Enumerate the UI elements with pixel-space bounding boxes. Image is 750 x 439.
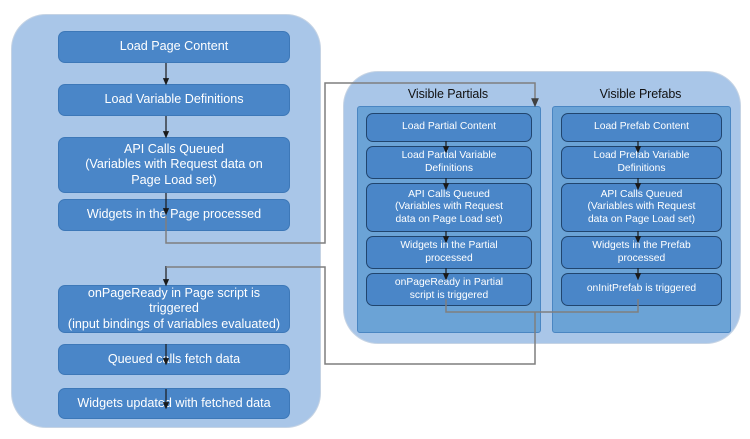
node-line: API Calls Queued	[123, 141, 225, 156]
visible-prefabs-title: Visible Prefabs	[599, 87, 682, 101]
node-line: processed	[617, 252, 666, 264]
node-line: API Calls Queued	[408, 188, 490, 200]
node-load-prefab-variable-definitions: Load Prefab Variable Definitions	[561, 146, 722, 179]
node-line: Load Partial Content	[402, 121, 496, 133]
node-load-variable-definitions: Load Variable Definitions	[58, 84, 290, 116]
node-line: (Variables with Request	[395, 201, 503, 213]
visible-components-panel: Visible Partials Visible Prefabs Load Pa…	[344, 72, 740, 343]
node-line: Queued calls fetch data	[107, 351, 241, 366]
node-onpageready-partial-script: onPageReady in Partial script is trigger…	[366, 273, 532, 306]
node-line: onPageReady in Partial	[394, 276, 504, 288]
node-partial-widgets-processed: Widgets in the Partial processed	[366, 236, 532, 269]
node-queued-calls-fetch-data: Queued calls fetch data	[58, 344, 290, 375]
node-oninitprefab-triggered: onInitPrefab is triggered	[561, 273, 722, 306]
visible-prefabs-column: Load Prefab Content Load Prefab Variable…	[552, 106, 731, 333]
node-line: Widgets updated with fetched data	[77, 395, 271, 410]
node-line: onInitPrefab is triggered	[586, 283, 697, 295]
node-line: (input bindings of variables evaluated)	[67, 316, 281, 331]
node-line: (Variables with Request	[587, 201, 696, 213]
node-load-prefab-content: Load Prefab Content	[561, 113, 722, 142]
node-load-page-content: Load Page Content	[58, 31, 290, 63]
node-line: Page Load set)	[131, 172, 217, 187]
node-line: (Variables with Request data on	[85, 157, 263, 172]
node-line: Widgets in the Partial	[400, 239, 498, 251]
node-onpageready-page-script: onPageReady in Page script is triggered …	[58, 285, 290, 333]
node-line: onPageReady in Page script is triggered	[87, 285, 261, 316]
node-load-partial-variable-definitions: Load Partial Variable Definitions	[366, 146, 532, 179]
visible-partials-column: Load Partial Content Load Partial Variab…	[357, 106, 541, 333]
node-line: Load Prefab Variable	[593, 149, 690, 161]
node-widgets-in-page-processed: Widgets in the Page processed	[58, 199, 290, 231]
node-prefab-api-calls-queued: API Calls Queued (Variables with Request…	[561, 183, 722, 232]
node-line: data on Page Load set)	[587, 213, 696, 225]
node-load-partial-content: Load Partial Content	[366, 113, 532, 142]
node-line: Load Prefab Content	[593, 121, 690, 133]
node-line: Widgets in the Page processed	[86, 207, 262, 222]
node-line: processed	[425, 252, 473, 264]
node-widgets-updated-fetched-data: Widgets updated with fetched data	[58, 388, 290, 419]
node-line: data on Page Load set)	[395, 213, 503, 225]
node-partial-api-calls-queued: API Calls Queued (Variables with Request…	[366, 183, 532, 232]
node-api-calls-queued: API Calls Queued (Variables with Request…	[58, 137, 290, 193]
node-line: Widgets in the Prefab	[592, 239, 691, 251]
node-line: Definitions	[617, 162, 666, 174]
node-prefab-widgets-processed: Widgets in the Prefab processed	[561, 236, 722, 269]
page-lifecycle-panel: Load Page Content Load Variable Definiti…	[12, 15, 320, 427]
visible-partials-title: Visible Partials	[407, 87, 489, 101]
node-line: Load Variable Definitions	[104, 92, 244, 107]
node-line: Load Page Content	[119, 39, 229, 54]
node-line: API Calls Queued	[600, 188, 683, 200]
node-line: Load Partial Variable	[401, 149, 497, 161]
node-line: Definitions	[424, 162, 474, 174]
node-line: script is triggered	[409, 289, 489, 301]
